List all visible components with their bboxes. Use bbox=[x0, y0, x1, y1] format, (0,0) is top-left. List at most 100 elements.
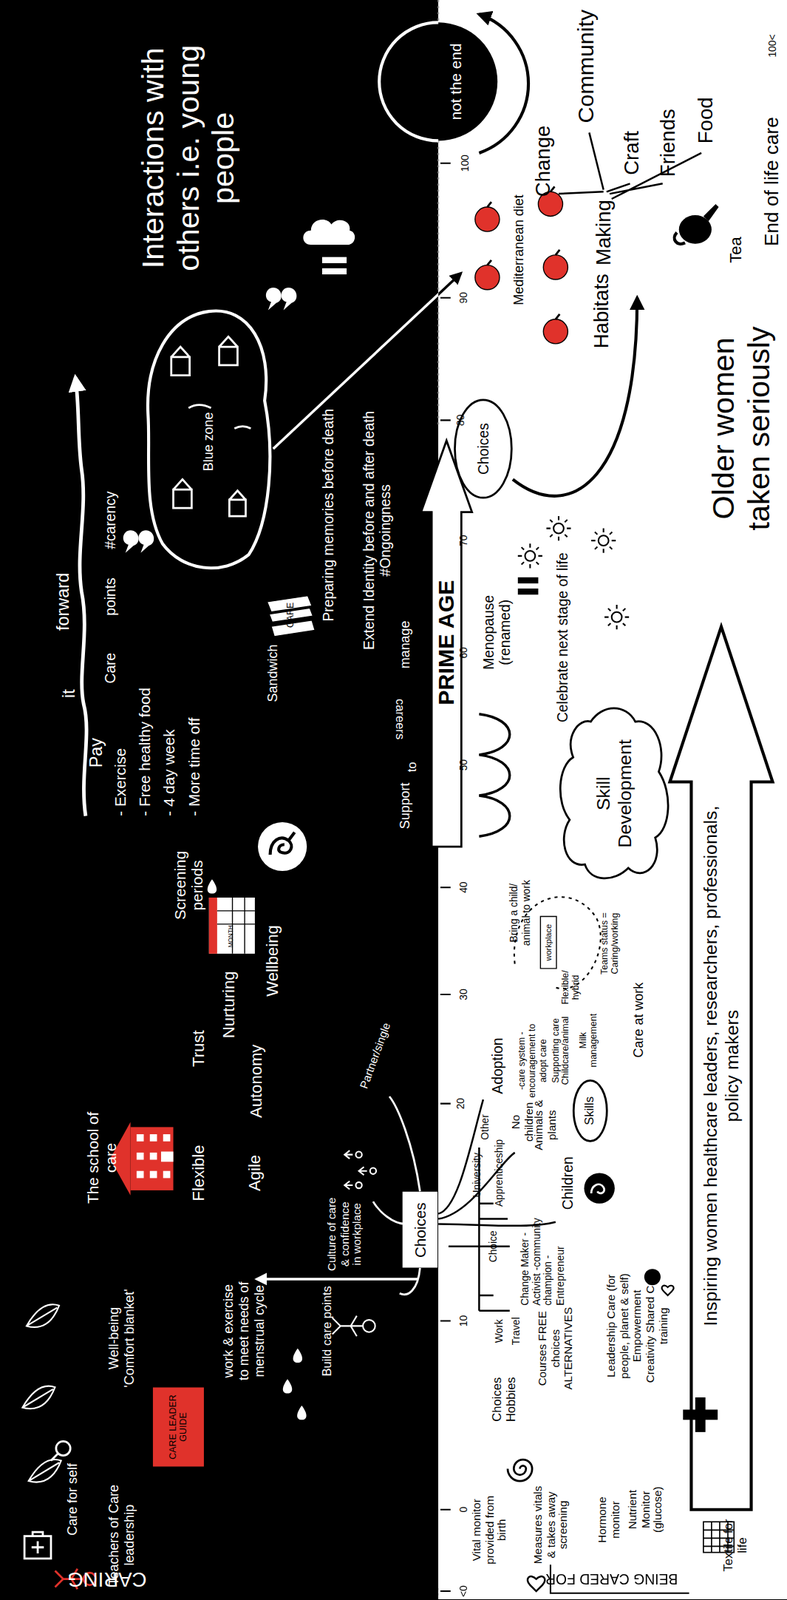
choice-branches bbox=[399, 1267, 421, 1294]
annotation-label: Nurturing bbox=[220, 958, 239, 1051]
cloud-icon bbox=[322, 257, 347, 264]
node-text: Inspiring women healthcare leaders, rese… bbox=[699, 779, 742, 1351]
annotation-label: Supporting care Childcare/animal bbox=[549, 1009, 572, 1091]
annotation-label: it bbox=[59, 682, 80, 704]
care-figure bbox=[362, 1319, 376, 1332]
people-icon bbox=[370, 1167, 377, 1174]
house-icon bbox=[229, 490, 246, 516]
not-the-end-circle bbox=[379, 22, 498, 141]
people-icon bbox=[344, 1180, 353, 1189]
prime-age-arrow: PRIME AGE bbox=[419, 438, 473, 847]
annotation-label: Sandwich bbox=[265, 634, 281, 711]
leaf-icon bbox=[22, 1303, 61, 1481]
school-building bbox=[136, 1152, 145, 1160]
annotation-label: Build care points bbox=[321, 1284, 336, 1376]
annotation-label: Apprenticeship bbox=[493, 1134, 506, 1211]
speech-bubble bbox=[281, 287, 298, 310]
leaf-icon bbox=[22, 1385, 55, 1409]
annotation-label: 10 bbox=[458, 1307, 470, 1333]
cloud-icon bbox=[302, 219, 355, 245]
node-text: Choices bbox=[410, 1193, 429, 1266]
sun-icon bbox=[591, 528, 616, 553]
not-the-end-circle bbox=[379, 22, 439, 141]
annotation-label: Choices Hobbies bbox=[490, 1373, 519, 1424]
annotation-label: 100< bbox=[767, 25, 779, 66]
annotation-label: #carency bbox=[101, 481, 119, 558]
pause-icon bbox=[518, 577, 539, 595]
calendar-icon bbox=[209, 897, 218, 954]
people-icon bbox=[344, 1149, 353, 1158]
globe-icon bbox=[662, 1285, 674, 1295]
skill-cloud-outline bbox=[560, 707, 669, 878]
skills-oval: Skills bbox=[572, 1078, 608, 1143]
annotation-label: Adoption bbox=[489, 1034, 506, 1096]
leaf-icon bbox=[28, 1458, 62, 1482]
spiral-icon bbox=[507, 1458, 533, 1481]
teapot-icon bbox=[674, 203, 720, 244]
people-icon bbox=[355, 1150, 362, 1157]
annotation-label: Flexible bbox=[189, 1131, 208, 1213]
annotation-label: 30 bbox=[458, 981, 470, 1006]
age-ticks bbox=[440, 163, 451, 1591]
calendar-icon bbox=[207, 878, 217, 893]
age-ticks bbox=[440, 163, 451, 1591]
annotation-label: 100 bbox=[458, 147, 471, 179]
blue-zone-blob: Blue zone bbox=[142, 305, 275, 577]
annotation-label: Courses FREE choices ALTERNATIVES bbox=[536, 1304, 575, 1391]
annotation-label: Measures vitals & takes away screening bbox=[531, 1480, 570, 1568]
annotation-label: Food bbox=[693, 92, 718, 149]
choice-branches bbox=[389, 1095, 420, 1191]
prime-age-arrow-outline bbox=[421, 440, 473, 847]
annotation-label: 50 bbox=[458, 752, 470, 777]
annotation-label: University bbox=[471, 1146, 484, 1203]
teapot-icon bbox=[703, 203, 720, 221]
cloud-icon bbox=[302, 219, 355, 275]
annotation-label: 80 bbox=[455, 407, 468, 433]
choices-box: Choices bbox=[402, 1190, 438, 1267]
annotation-label: <0 bbox=[458, 1578, 470, 1600]
leader-guide-book: CARE LEADER GUIDE bbox=[152, 1386, 204, 1467]
annotation-label: Milk management bbox=[577, 1004, 600, 1076]
annotation-label: Textile for life bbox=[721, 1514, 751, 1576]
annotation-label: Interactions with others i.e. young peop… bbox=[135, 20, 242, 296]
school-building bbox=[163, 1133, 171, 1141]
sun-icon bbox=[591, 528, 616, 553]
annotation-label: - Free healthy food bbox=[135, 591, 154, 816]
annotation-label: Mediterranean diet bbox=[512, 178, 528, 321]
annotation-label: - More time off bbox=[184, 591, 203, 816]
leader-guide-book-shape bbox=[152, 1386, 204, 1467]
choices-oval-outline bbox=[454, 399, 512, 498]
annotation-label: Screening periods bbox=[170, 829, 207, 942]
school-building bbox=[150, 1133, 158, 1141]
inspiring-arrow-outline bbox=[669, 626, 773, 1509]
pause-icon bbox=[518, 577, 539, 584]
annotation-label: - 4 day week bbox=[160, 591, 179, 816]
annotation-label: Flexible/ hybrid bbox=[560, 963, 582, 1010]
annotation-label: work & exercise to meet needs of menstru… bbox=[221, 1279, 268, 1382]
care-figure bbox=[332, 1315, 376, 1337]
annotation-label: Habitats bbox=[589, 265, 614, 357]
school-building bbox=[136, 1133, 145, 1141]
medical-kit-icon bbox=[24, 1531, 51, 1558]
sun-icon bbox=[546, 515, 571, 541]
tomato-icon bbox=[475, 206, 500, 232]
annotation-label: Making bbox=[591, 191, 616, 273]
annotation-label: Trust bbox=[189, 1019, 208, 1076]
annotation-label: Pay bbox=[87, 732, 108, 773]
curled-figure-circle bbox=[257, 821, 307, 871]
teapot-icon bbox=[674, 232, 686, 244]
hormone-wave bbox=[478, 713, 510, 837]
annotation-label: Well-being 'Comfort blanket' bbox=[107, 1281, 138, 1394]
annotation-label: Hormone monitor bbox=[595, 1491, 622, 1548]
annotation-label: CARE bbox=[285, 594, 296, 635]
medical-cross bbox=[682, 1396, 718, 1432]
house-icon bbox=[171, 346, 190, 376]
school-building bbox=[161, 1150, 174, 1161]
tomato-icon bbox=[475, 265, 500, 290]
people-icon bbox=[355, 1181, 362, 1188]
care-figure bbox=[332, 1315, 363, 1337]
annotation-label: to bbox=[405, 756, 420, 778]
baby-circle bbox=[591, 1183, 605, 1193]
annotation-label: 40 bbox=[458, 874, 470, 900]
